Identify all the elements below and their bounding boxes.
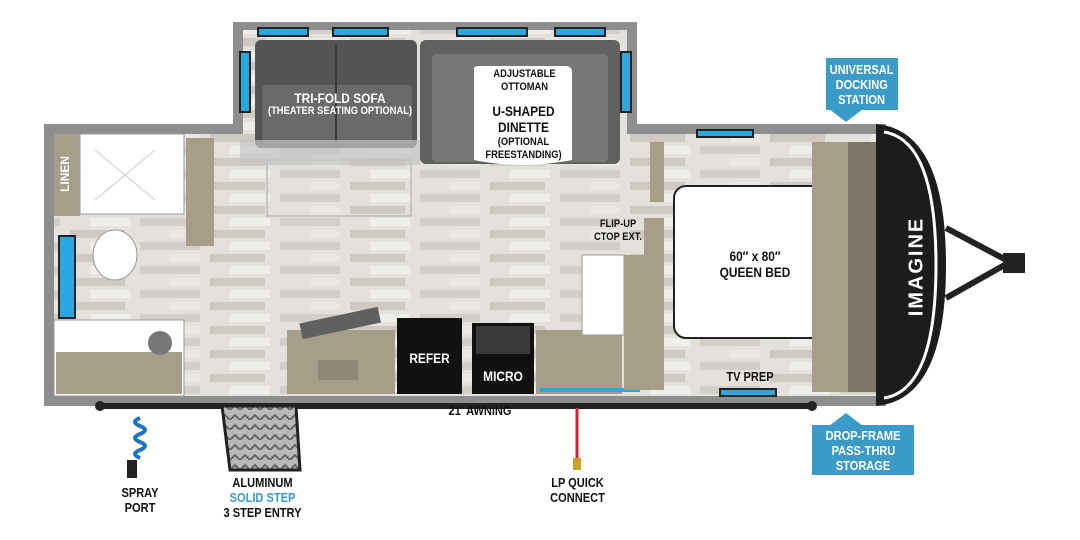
slide-floor: [240, 140, 420, 165]
refer-label: REFER: [409, 350, 450, 366]
docking-line-3: STATION: [838, 91, 886, 107]
galley: [287, 218, 664, 394]
spray-port: [127, 416, 147, 478]
awning-label: 21' AWNING: [448, 403, 512, 418]
lp-line-2: CONNECT: [550, 489, 605, 505]
windows: [58, 27, 777, 397]
step-line-2: SOLID STEP: [229, 489, 296, 505]
dinette-line-1: U-SHAPED: [492, 103, 555, 119]
docking-line-1: UNIVERSAL: [830, 61, 894, 77]
storage-line-3: STORAGE: [835, 457, 891, 473]
dinette-line-3: (OPTIONAL: [497, 136, 550, 148]
docking-line-2: DOCKING: [835, 76, 889, 92]
lp-line: [573, 408, 581, 470]
storage-line-1: DROP-FRAME: [825, 427, 901, 443]
docking-callout-arrow: [829, 109, 863, 122]
flipup-line-2: CTOP EXT.: [594, 230, 642, 243]
micro-label: MICRO: [483, 368, 523, 384]
pass-thru-storage-callout: DROP-FRAME PASS-THRU STORAGE: [812, 425, 914, 475]
flipup-line-1: FLIP-UP: [599, 218, 637, 230]
lp-line-1: LP QUICK: [551, 475, 604, 490]
lp-connect-label: LP QUICK CONNECT: [537, 475, 618, 506]
dinette-optional-label: (OPTIONAL FREESTANDING): [483, 136, 564, 161]
entry-step-label: ALUMINUM SOLID STEP 3 STEP ENTRY: [209, 475, 315, 521]
flipup-label: FLIP-UP CTOP EXT.: [584, 218, 652, 243]
step-line-3: 3 STEP ENTRY: [223, 504, 302, 520]
ottoman-line-1: ADJUSTABLE: [493, 68, 556, 80]
bedroom: [650, 142, 878, 392]
spray-line-1: SPRAY: [121, 485, 159, 500]
sofa-subtitle: (THEATER SEATING OPTIONAL): [267, 105, 413, 117]
ottoman-line-2: OTTOMAN: [500, 80, 549, 93]
bed-size: 60″ x 80″: [729, 248, 781, 264]
dinette-line-4: FREESTANDING): [485, 148, 562, 161]
ottoman-label: ADJUSTABLE OTTOMAN: [488, 68, 560, 93]
tv-prep-label: TV PREP: [726, 369, 774, 384]
bed-type: QUEEN BED: [719, 264, 791, 281]
spray-line-2: PORT: [124, 499, 156, 515]
bathroom: [53, 133, 214, 397]
linen-closet: [54, 134, 80, 216]
awning: [95, 401, 817, 411]
linen-label: LINEN: [58, 155, 73, 192]
entry-steps: [220, 404, 302, 472]
storage-callout-arrow: [829, 413, 863, 426]
docking-station-callout: UNIVERSAL DOCKING STATION: [826, 58, 898, 110]
tri-fold-sofa: [255, 40, 417, 148]
hitch: [944, 225, 1025, 301]
step-line-1: ALUMINUM: [232, 475, 293, 490]
dinette-label: U-SHAPED DINETTE: [483, 103, 564, 135]
front-cap: [876, 124, 946, 406]
bed-label: 60″ x 80″ QUEEN BED: [708, 248, 802, 280]
u-shaped-dinette: [420, 40, 620, 165]
spray-port-label: SPRAY PORT: [110, 485, 170, 516]
sofa-title: TRI-FOLD SOFA: [294, 90, 386, 106]
dinette-line-2: DINETTE: [498, 119, 549, 136]
brand-logo: IMAGINE: [905, 216, 928, 317]
storage-line-2: PASS-THRU: [831, 442, 895, 458]
